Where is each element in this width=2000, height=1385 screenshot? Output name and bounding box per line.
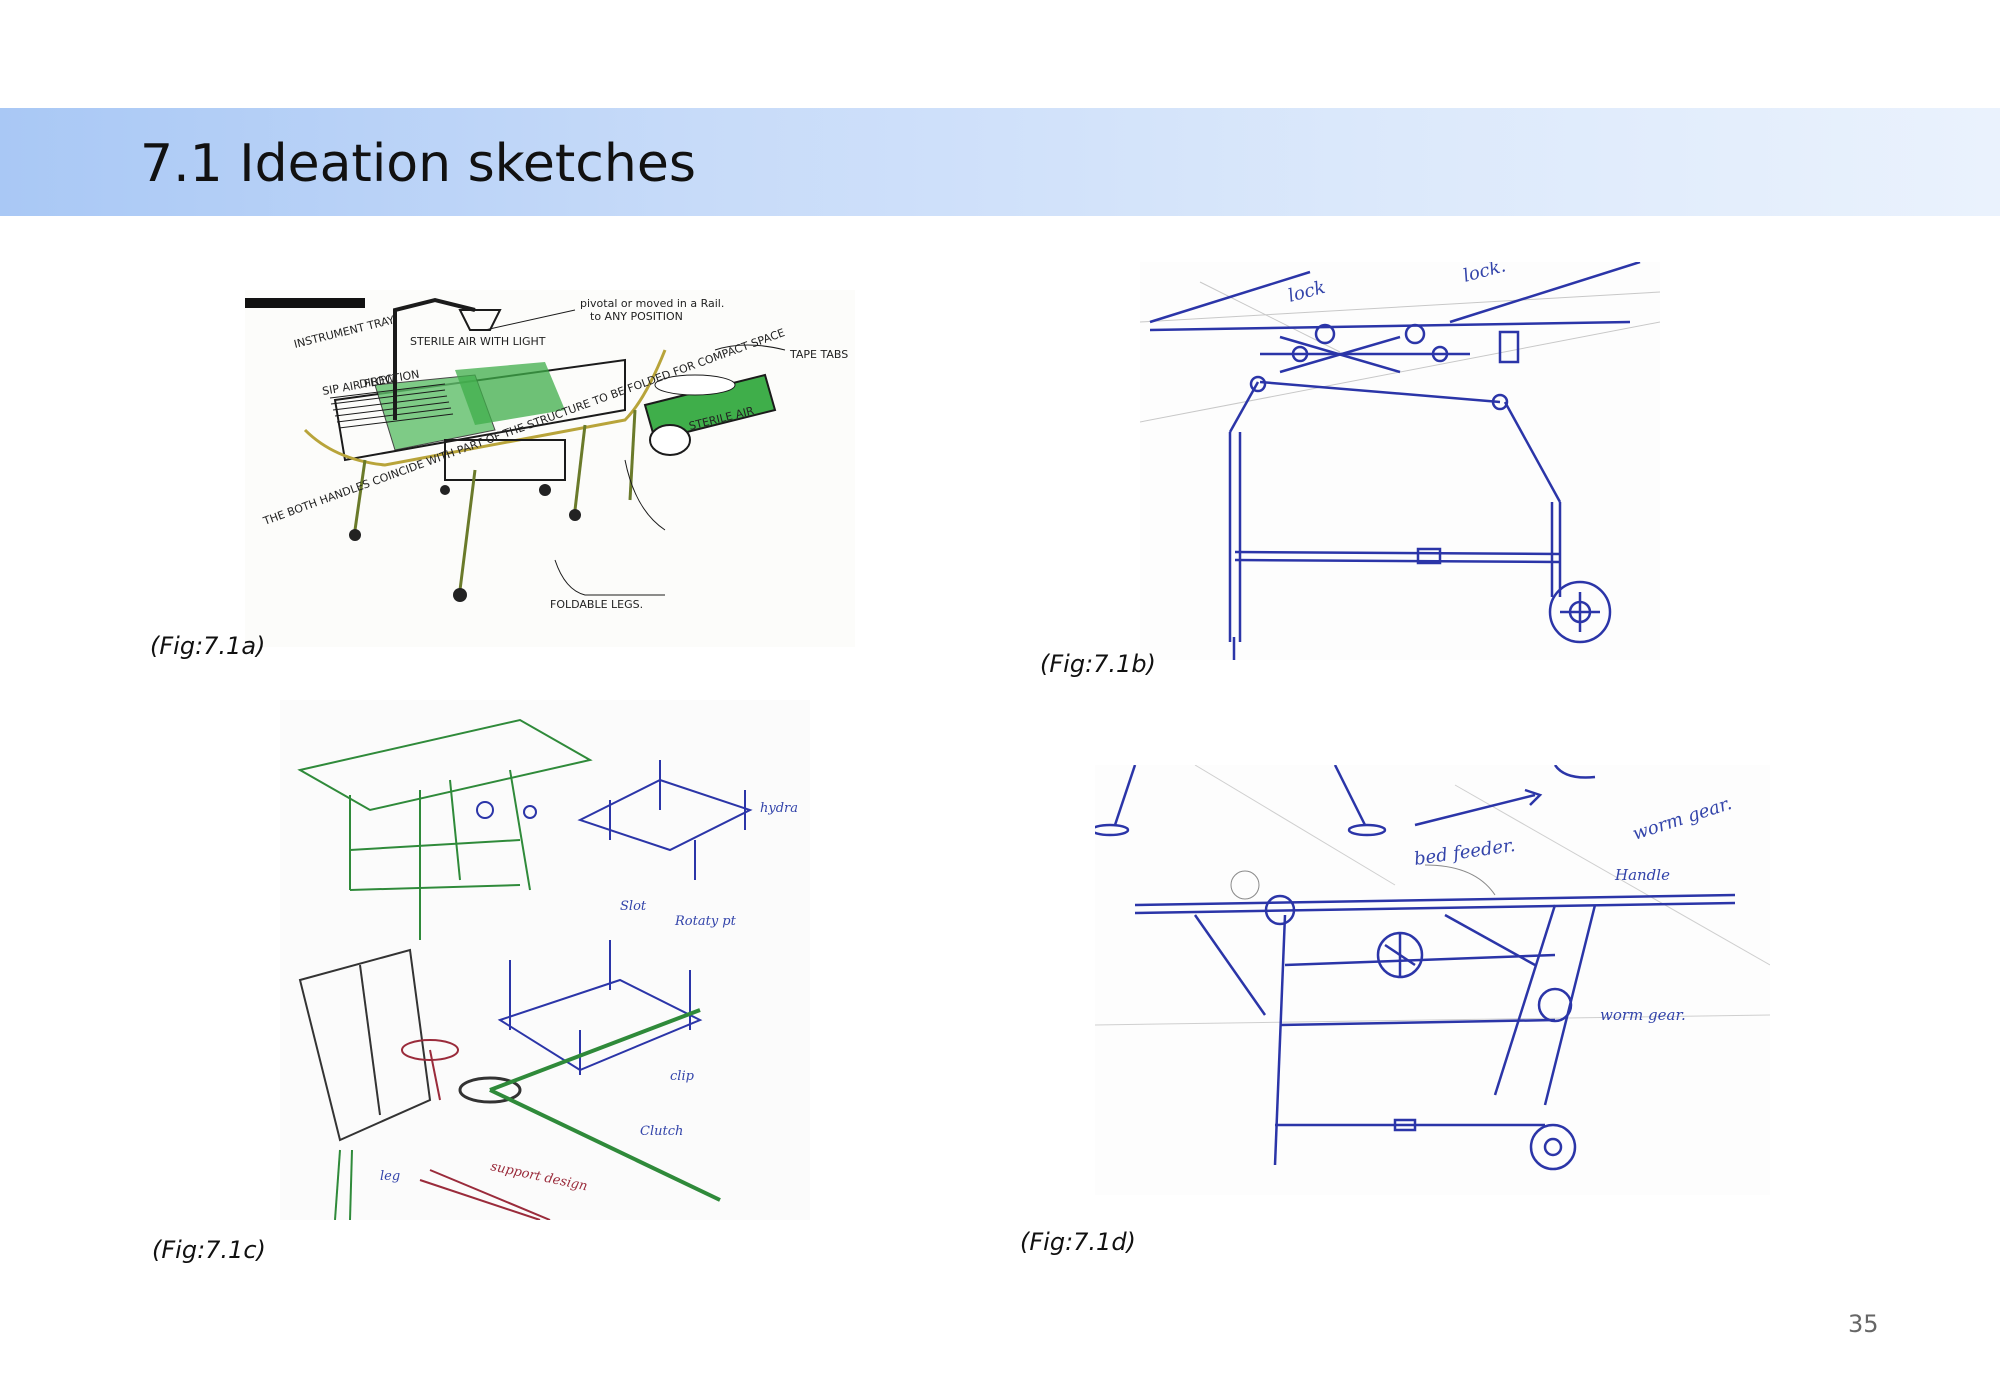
annotation-any-position: to ANY POSITION bbox=[590, 310, 683, 323]
figure-7-1b-sketch: lock lock. bbox=[1140, 262, 1660, 660]
figure-7-1b-drawing: lock lock. bbox=[1140, 262, 1660, 660]
annotation-sterile-air: STERILE AIR WITH LIGHT bbox=[410, 335, 546, 348]
annotation-slot: Slot bbox=[620, 899, 647, 914]
annotation-handle: Handle bbox=[1614, 866, 1670, 884]
caption-fig-7-1a: (Fig:7.1a) bbox=[150, 632, 266, 660]
figure-7-1d-sketch: worm gear. Handle bed feeder. worm gear. bbox=[1095, 765, 1770, 1195]
page-number: 35 bbox=[1848, 1310, 1879, 1338]
annotation-clip: clip bbox=[670, 1069, 695, 1084]
annotation-clutch: Clutch bbox=[640, 1124, 683, 1139]
annotation-rotaty-pt: Rotaty pt bbox=[674, 914, 737, 929]
annotation-hydra: hydra bbox=[760, 801, 798, 816]
annotation-foldable-legs: FOLDABLE LEGS. bbox=[550, 598, 643, 611]
annotation-tape-tabs: TAPE TABS bbox=[789, 348, 848, 361]
annotation-worm-gear-bottom: worm gear. bbox=[1600, 1006, 1686, 1024]
caption-fig-7-1c: (Fig:7.1c) bbox=[152, 1236, 266, 1264]
figure-7-1c-sketch: hydra Slot Rotaty pt clip Clutch leg sup… bbox=[280, 700, 810, 1220]
figure-7-1d-drawing: worm gear. Handle bed feeder. worm gear. bbox=[1095, 765, 1770, 1195]
page-title: 7.1 Ideation sketches bbox=[140, 134, 696, 194]
figure-7-1c-drawing: hydra Slot Rotaty pt clip Clutch leg sup… bbox=[280, 700, 810, 1220]
annotation-pivotal: pivotal or moved in a Rail. bbox=[580, 297, 724, 310]
figure-7-1a-drawing: INSTRUMENT TRAY STERILE AIR WITH LIGHT p… bbox=[245, 290, 855, 647]
header-band bbox=[0, 108, 2000, 216]
caption-fig-7-1b: (Fig:7.1b) bbox=[1040, 650, 1156, 678]
caption-fig-7-1d: (Fig:7.1d) bbox=[1020, 1228, 1136, 1256]
annotation-leg: leg bbox=[380, 1169, 400, 1184]
figure-7-1a-sketch: INSTRUMENT TRAY STERILE AIR WITH LIGHT p… bbox=[245, 290, 855, 647]
